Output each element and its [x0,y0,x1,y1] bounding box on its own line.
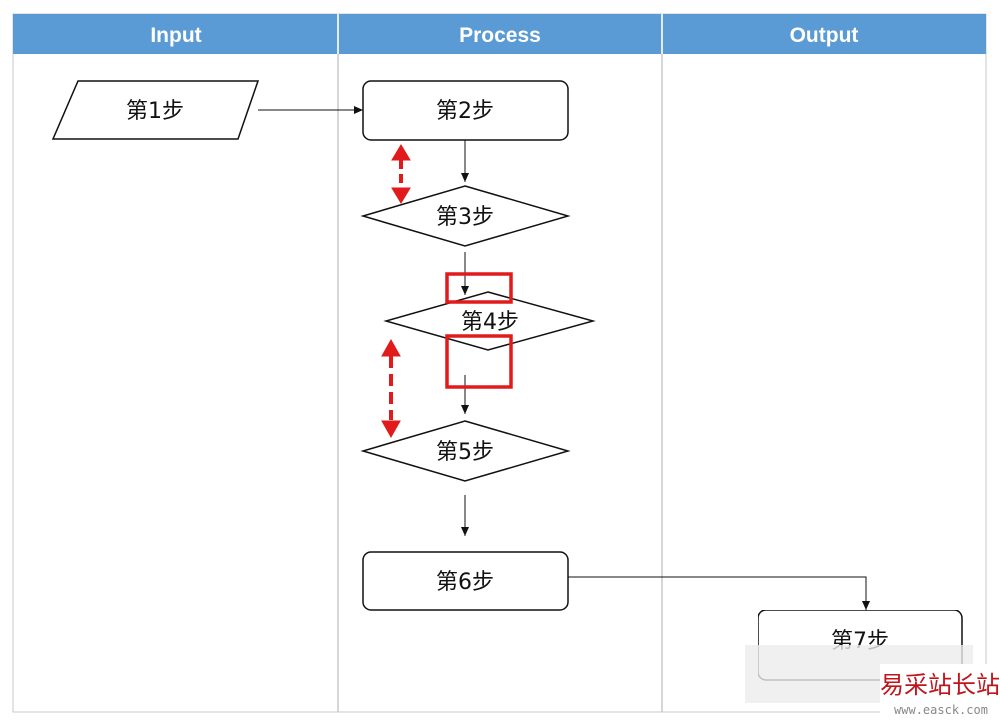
step1-shape[interactable] [51,80,260,140]
step6-shape[interactable] [362,551,569,611]
lane-title-input: Input [150,24,201,47]
lane-title-process: Process [459,24,541,47]
red-double-arrow-upper [391,144,411,204]
connector-step6-step7 [568,576,870,610]
lane-title-output: Output [790,24,859,47]
red-highlight-box-top [445,272,513,304]
red-highlight-box-bottom [445,334,513,389]
watermark-url: www.easck.com [894,703,988,717]
red-double-arrow-lower [381,338,401,439]
step4-label: 第4步 [461,310,519,335]
step4-shape[interactable] [383,291,596,351]
step3-label: 第3步 [436,205,494,230]
watermark-text: 易采站长站 [880,671,1000,699]
watermark-box [880,664,1000,724]
lane-header-bar [13,14,986,54]
step2-shape[interactable] [362,80,569,141]
step2-label: 第2步 [436,99,494,124]
step1-label: 第1步 [126,99,184,124]
step6-label: 第6步 [436,570,494,595]
step3-shape[interactable] [360,185,571,247]
step5-label: 第5步 [436,440,494,465]
step5-shape[interactable] [360,420,571,482]
